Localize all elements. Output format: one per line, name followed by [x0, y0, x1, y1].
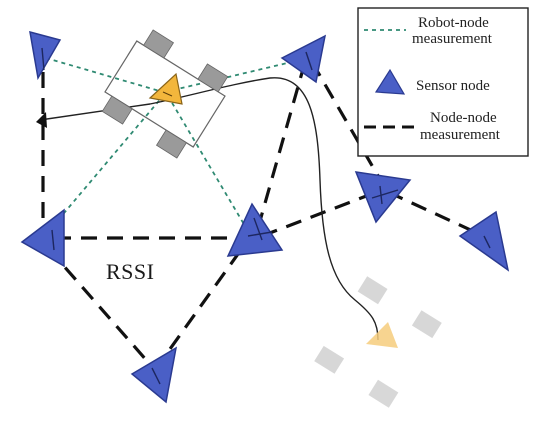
- robot-end-wheel: [411, 310, 442, 339]
- robot-end-wheel: [314, 345, 345, 374]
- robot-end-wheel: [368, 379, 399, 408]
- sensor-node-bottom: [130, 346, 178, 404]
- link-center-top-right: [256, 61, 307, 229]
- sensor-node-top-left: [29, 30, 62, 81]
- sensor-node-right: [354, 171, 412, 224]
- robot-link-left-mid: [47, 95, 164, 233]
- robot-link-top-right: [164, 59, 301, 93]
- robot-wheel: [143, 29, 175, 59]
- rssi-label: RSSI: [106, 259, 154, 284]
- robot-wheel: [197, 63, 229, 93]
- node-node-links: [41, 61, 489, 372]
- robot-wheel: [155, 129, 187, 159]
- legend-node-node-line2: measurement: [420, 127, 501, 143]
- robot-start: [101, 29, 229, 159]
- legend-sensor-node-label: Sensor node: [416, 78, 490, 94]
- sensor-node-left-mid: [20, 208, 65, 268]
- trajectory-arrowhead: [36, 112, 47, 128]
- robot-end: [314, 276, 442, 408]
- sensor-node-top-right: [280, 34, 327, 84]
- robot-wheel: [101, 95, 133, 125]
- legend-node-node-line1: Node-node: [430, 110, 497, 126]
- robot-trajectory: [36, 77, 379, 341]
- legend: Robot-node measurement Sensor node Node-…: [357, 7, 529, 157]
- link-bottom-center: [153, 239, 250, 371]
- sensor-node-markings: [41, 47, 491, 385]
- robot-link-top-left: [45, 57, 164, 93]
- trajectory-path: [39, 77, 379, 341]
- legend-robot-node-line1: Robot-node: [418, 15, 489, 31]
- robot-node-end: [366, 322, 398, 348]
- legend-robot-node-line2: measurement: [412, 31, 493, 47]
- sensor-node-far-right: [458, 210, 510, 272]
- robot-end-wheel: [357, 276, 388, 305]
- robot-node-start: [148, 72, 183, 105]
- robot-link-center: [167, 95, 246, 227]
- link-left-mid-bottom: [46, 246, 157, 372]
- sensor-nodes: [20, 30, 510, 404]
- sensor-node-center: [226, 202, 284, 257]
- robot-body-outline: [104, 40, 226, 148]
- robot-node-links: [45, 57, 301, 233]
- legend-sensor-node-swatch: [374, 68, 406, 95]
